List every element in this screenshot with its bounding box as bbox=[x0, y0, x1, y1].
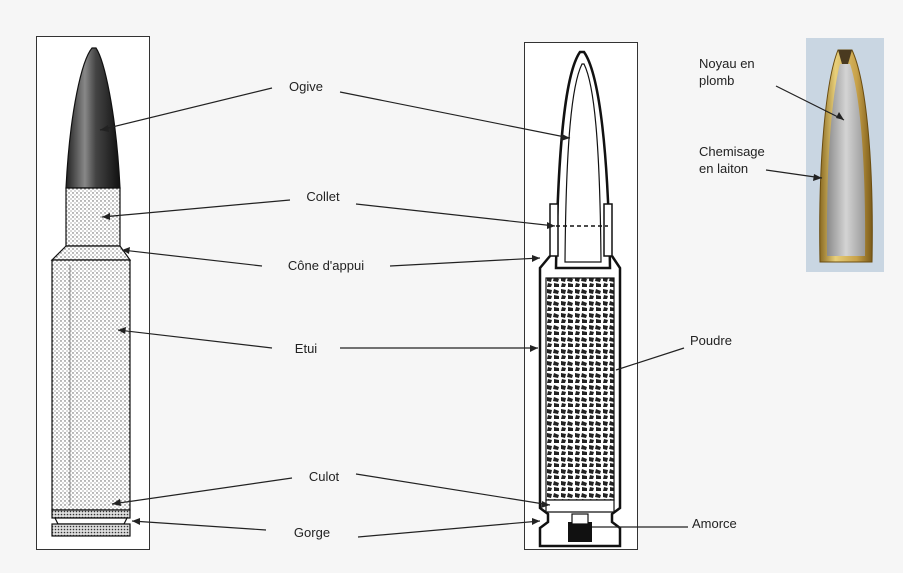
label-collet: Collet bbox=[306, 188, 339, 205]
label-poudre: Poudre bbox=[690, 332, 732, 349]
exterior-rim bbox=[52, 524, 130, 536]
exterior-neck bbox=[66, 188, 120, 246]
label-etui: Etui bbox=[295, 340, 317, 357]
label-ogive: Ogive bbox=[289, 78, 323, 95]
label-culot: Culot bbox=[309, 468, 339, 485]
section-powder bbox=[546, 278, 614, 500]
exterior-cartridge bbox=[52, 48, 130, 536]
photo-bullet bbox=[820, 50, 873, 262]
label-amorce: Amorce bbox=[692, 515, 737, 532]
label-cone-appui: Cône d'appui bbox=[288, 257, 364, 274]
section-primer bbox=[568, 522, 592, 542]
section-cartridge bbox=[540, 52, 620, 546]
label-chemisage-laiton: Chemisage en laiton bbox=[699, 143, 765, 177]
exterior-groove bbox=[55, 518, 127, 524]
label-gorge: Gorge bbox=[294, 524, 330, 541]
label-noyau-plomb: Noyau en plomb bbox=[699, 55, 755, 89]
exterior-base bbox=[52, 510, 130, 518]
exterior-ogive bbox=[66, 48, 120, 188]
exterior-body bbox=[52, 260, 130, 510]
exterior-shoulder bbox=[52, 246, 130, 260]
